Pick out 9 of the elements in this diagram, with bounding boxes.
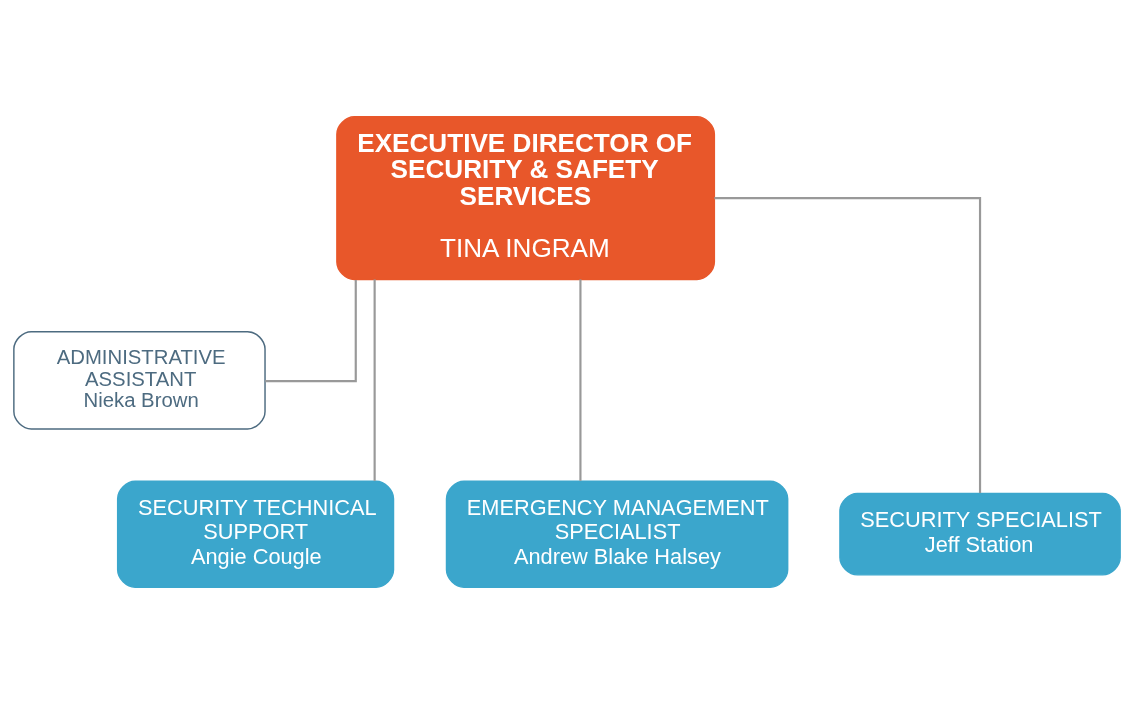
connector (373, 279, 376, 481)
connector (579, 279, 582, 481)
connector (714, 197, 982, 493)
node-box: SECURITY TECHNICAL SUPPORT Angie Cougle (116, 480, 395, 588)
node-box: EXECUTIVE DIRECTOR OF SECURITY & SAFETY SERVICES TINA INGRAM (336, 116, 716, 281)
node-box: ADMINISTRATIVE ASSISTANT Nieka Brown (13, 330, 266, 430)
node-box: EMERGENCY MANAGEMENT SPECIALIST Andrew Blake Halsey (445, 480, 789, 588)
connector (265, 279, 357, 383)
node-box: SECURITY SPECIALIST Jeff Station (839, 492, 1121, 576)
